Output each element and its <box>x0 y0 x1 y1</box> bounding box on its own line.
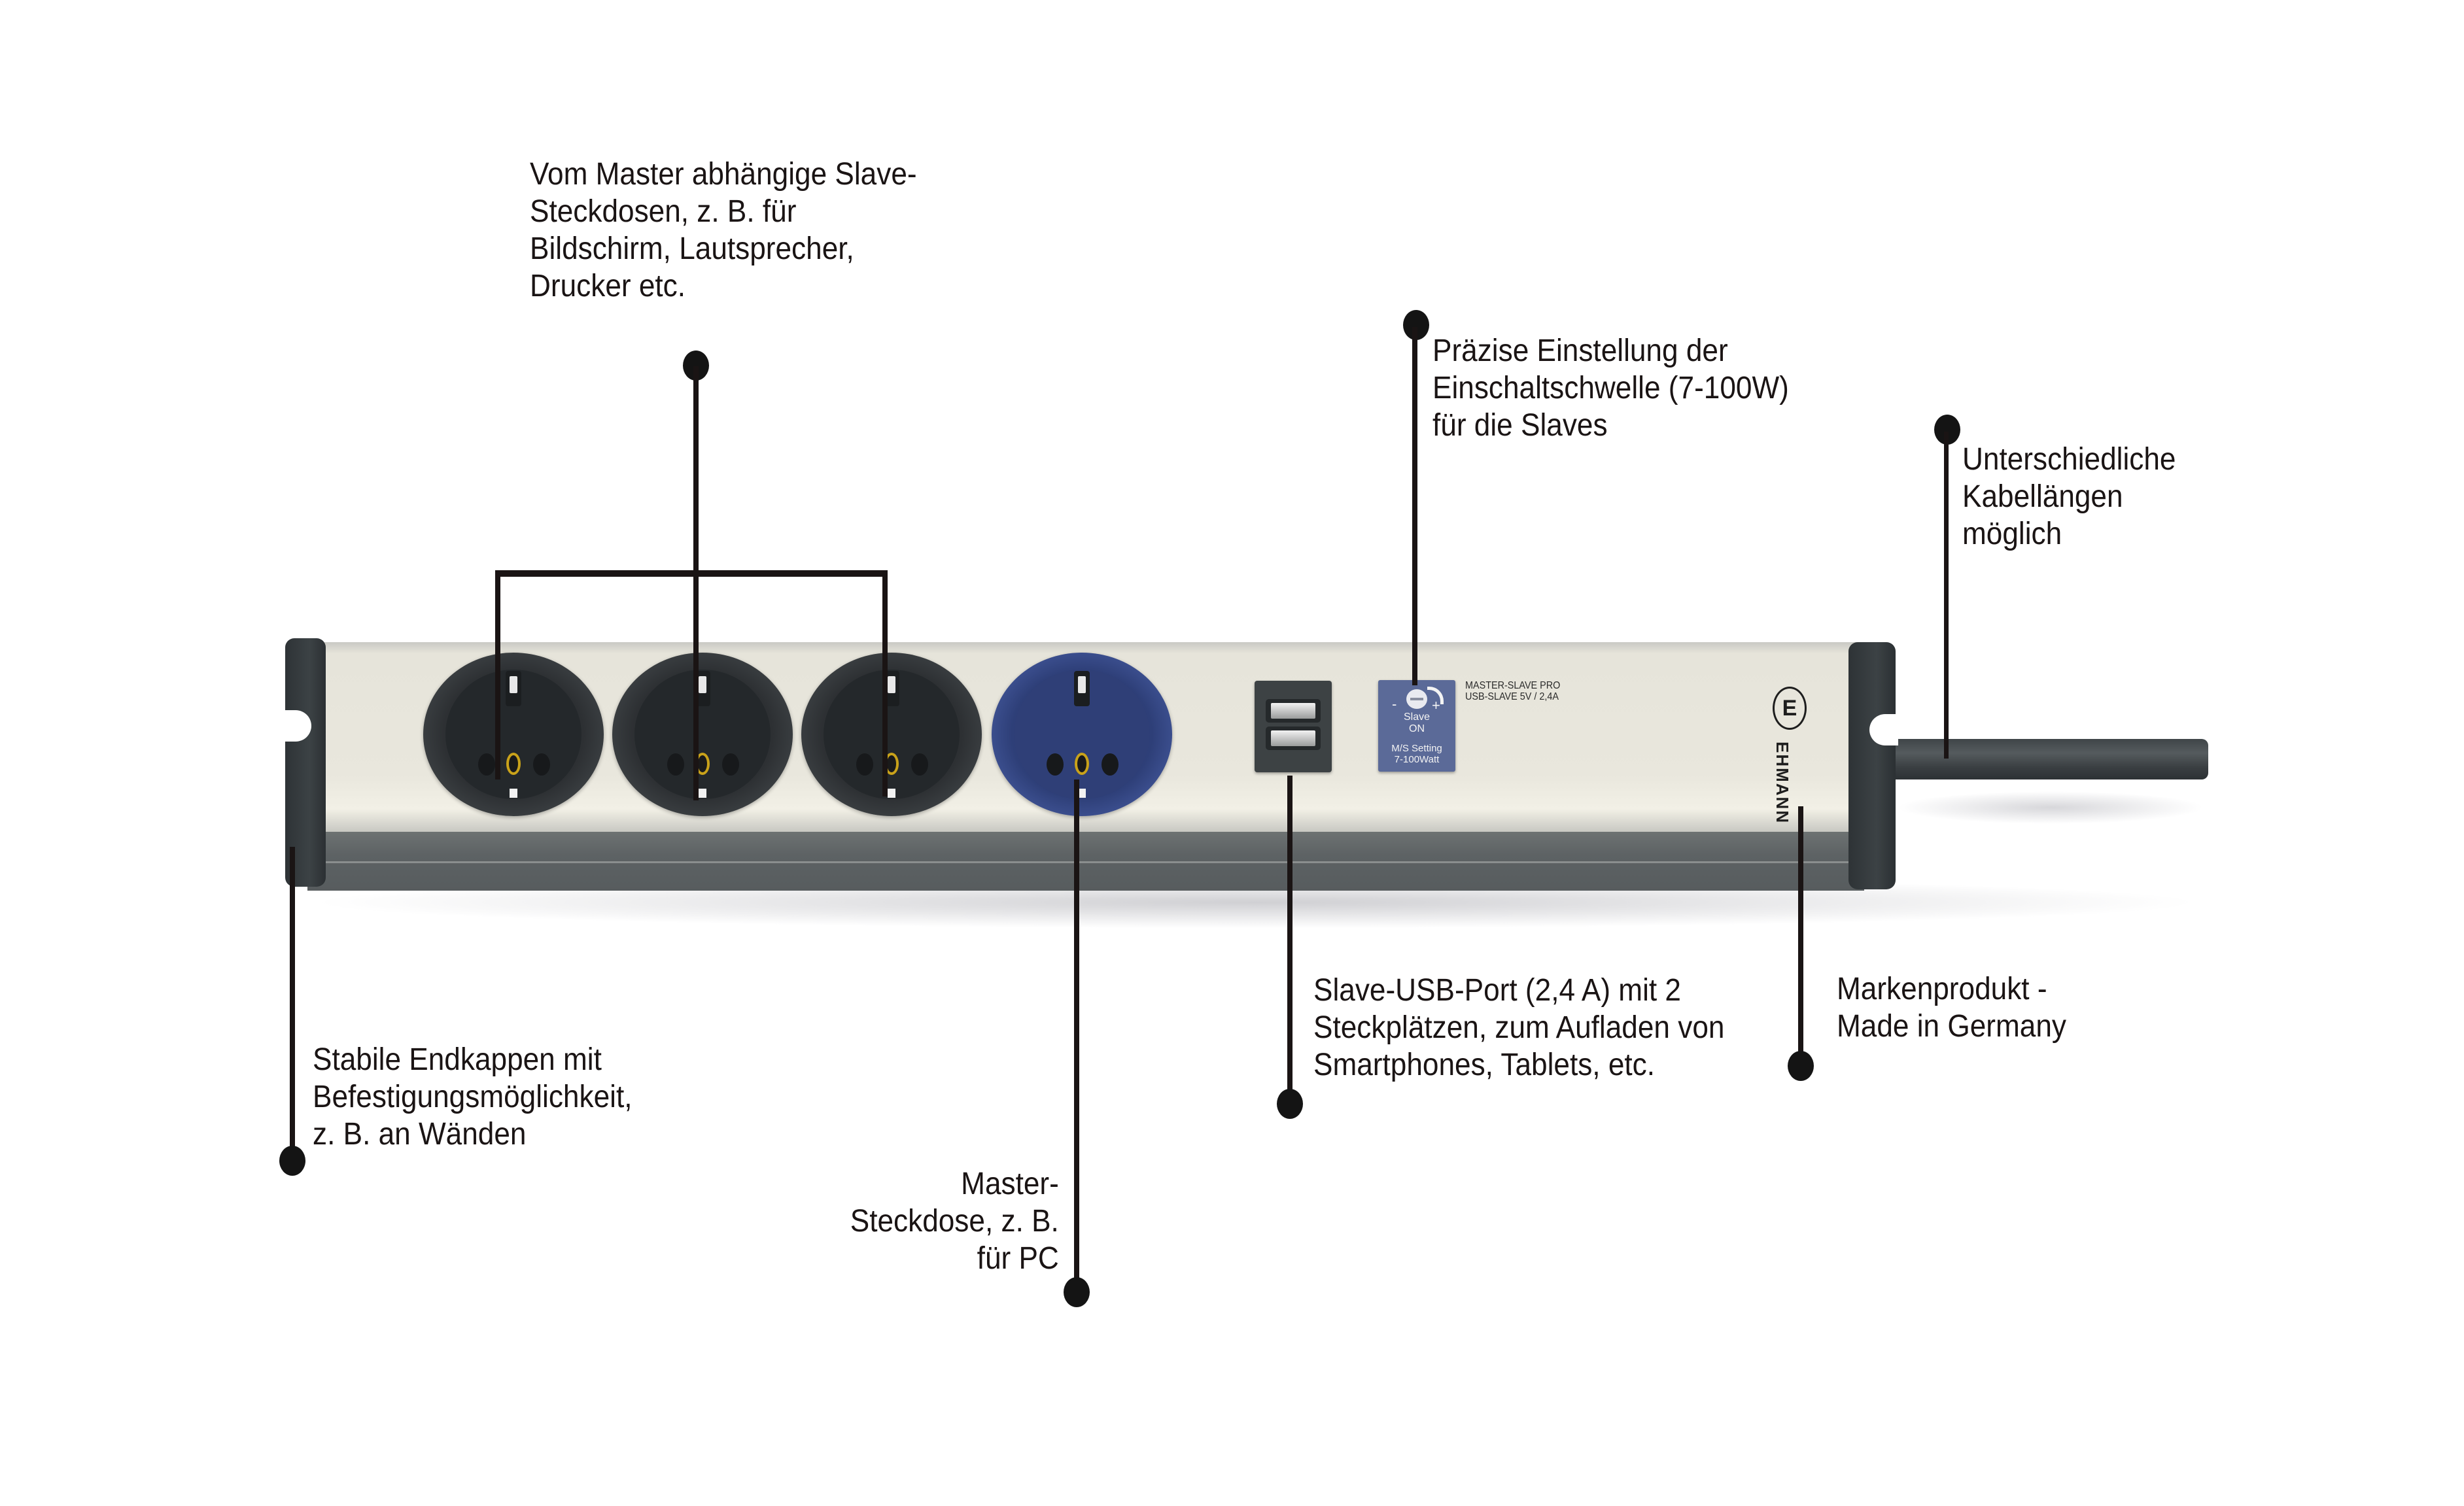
text-line: Vom Master abhängige Slave- <box>530 157 917 192</box>
text-line: Slave-USB-Port (2,4 A) mit 2 <box>1313 973 1681 1008</box>
text-line: möglich <box>1962 517 2062 551</box>
callout-text-brand: Markenprodukt - Made in Germany <box>1837 970 2066 1045</box>
socket-hole <box>1102 753 1119 776</box>
earth-clip-highlight <box>888 676 895 693</box>
callout-line-master <box>1074 779 1079 1288</box>
callout-text-slave-sockets: Vom Master abhängige Slave- Steckdosen, … <box>530 156 917 305</box>
dial-minus: - <box>1392 696 1397 712</box>
socket-pin <box>506 753 521 775</box>
model-line1: MASTER-SLAVE PRO <box>1465 680 1561 691</box>
socket-hole <box>856 753 873 776</box>
callout-line-usb <box>1287 776 1293 1101</box>
earth-marker <box>888 789 895 798</box>
callout-line-threshold <box>1412 327 1417 685</box>
master-socket <box>992 653 1172 816</box>
earth-clip-highlight <box>699 676 706 693</box>
cable-shadow <box>1897 791 2204 824</box>
brand-name: EHMANN <box>1773 742 1792 825</box>
text-line: z. B. an Wänden <box>313 1117 527 1152</box>
earth-marker <box>699 789 706 798</box>
callout-text-master-socket: Master- Steckdose, z. B. für PC <box>850 1165 1059 1277</box>
callout-text-usb: Slave-USB-Port (2,4 A) mit 2 Steckplätze… <box>1313 972 1724 1084</box>
text-line: Steckdose, z. B. <box>850 1204 1059 1239</box>
usb-port-2 <box>1266 727 1321 750</box>
socket-pin <box>1075 753 1089 775</box>
text-line: Bildschirm, Lautsprecher, <box>530 231 854 266</box>
callout-line-cable <box>1944 432 1949 759</box>
threshold-knob-icon <box>1406 689 1427 709</box>
text-line: Made in Germany <box>1837 1009 2066 1044</box>
text-line: Smartphones, Tablets, etc. <box>1313 1048 1656 1082</box>
earth-clip-highlight <box>1078 676 1086 693</box>
text-line: Drucker etc. <box>530 269 686 303</box>
socket-hole <box>1047 753 1064 776</box>
slave-socket-2 <box>612 653 793 816</box>
callout-line-slave-right <box>882 573 888 796</box>
usb-charger-module <box>1255 681 1332 772</box>
callout-text-threshold: Präzise Einstellung der Einschaltschwell… <box>1432 332 1789 444</box>
dial-setting-text: M/S Setting 7-100Watt <box>1378 743 1455 765</box>
power-strip-side <box>307 832 1864 891</box>
text-line: Präzise Einstellung der <box>1432 334 1728 368</box>
callout-dot-brand <box>1788 1051 1814 1081</box>
right-end-cap <box>1848 642 1898 889</box>
text-line: Steckplätzen, zum Aufladen von <box>1313 1010 1725 1045</box>
slave-socket-1 <box>423 653 604 816</box>
text-line: für die Slaves <box>1432 408 1608 443</box>
callout-dot-master <box>1064 1277 1090 1307</box>
text-line: Markenprodukt - <box>1837 972 2047 1006</box>
callout-dot-usb <box>1277 1089 1303 1119</box>
earth-clip-highlight <box>510 676 517 693</box>
text-line: Einschaltschwelle (7-100W) <box>1432 371 1789 405</box>
callout-line-slave-left <box>495 570 500 779</box>
socket-hole <box>722 753 739 776</box>
mounting-notch <box>1869 714 1898 745</box>
text-line: Kabellängen <box>1962 479 2123 514</box>
usb-port-1 <box>1266 699 1321 723</box>
callout-dot-endcap <box>279 1146 305 1176</box>
socket-hole <box>533 753 550 776</box>
socket-hole <box>478 753 495 776</box>
usb-slot <box>1271 730 1315 746</box>
text-line: Stabile Endkappen mit <box>313 1042 602 1077</box>
callout-text-end-caps: Stabile Endkappen mit Befestigungsmöglic… <box>313 1041 632 1153</box>
mounting-notch <box>283 710 311 742</box>
text-line: Steckdosen, z. B. für <box>530 194 797 229</box>
side-seam <box>307 861 1864 863</box>
model-line2: USB-SLAVE 5V / 2,4A <box>1465 691 1559 702</box>
dial-line1: Slave <box>1403 711 1431 723</box>
text-line: Master- <box>961 1167 1059 1201</box>
ehmann-logo-icon: E <box>1773 687 1807 730</box>
dial-status-text: Slave ON <box>1378 711 1455 735</box>
left-end-cap <box>283 638 326 887</box>
usb-slot <box>1271 703 1315 719</box>
increase-arc-icon <box>1427 687 1444 704</box>
callout-line-endcap <box>290 847 295 1157</box>
power-cable <box>1894 739 2208 779</box>
callout-line-slave-stem <box>693 366 699 800</box>
slave-socket-3 <box>801 653 982 816</box>
callout-line-brand <box>1798 806 1803 1063</box>
socket-hole <box>667 753 684 776</box>
dial-line4: 7-100Watt <box>1394 754 1440 765</box>
text-line: für PC <box>977 1241 1059 1276</box>
model-label: MASTER-SLAVE PRO USB-SLAVE 5V / 2,4A <box>1465 680 1560 702</box>
dial-line2: ON <box>1409 723 1425 734</box>
threshold-dial-panel: - + Slave ON M/S Setting 7-100Watt <box>1378 680 1455 772</box>
socket-hole <box>911 753 928 776</box>
text-line: Unterschiedliche <box>1962 442 2176 477</box>
text-line: Befestigungsmöglichkeit, <box>313 1080 633 1114</box>
dial-line3: M/S Setting <box>1391 743 1442 754</box>
earth-marker <box>510 789 517 798</box>
callout-line-slave-bar <box>495 570 888 577</box>
earth-marker <box>1078 789 1086 798</box>
callout-text-cable: Unterschiedliche Kabellängen möglich <box>1962 441 2176 553</box>
dial-plus: + <box>1432 697 1440 713</box>
